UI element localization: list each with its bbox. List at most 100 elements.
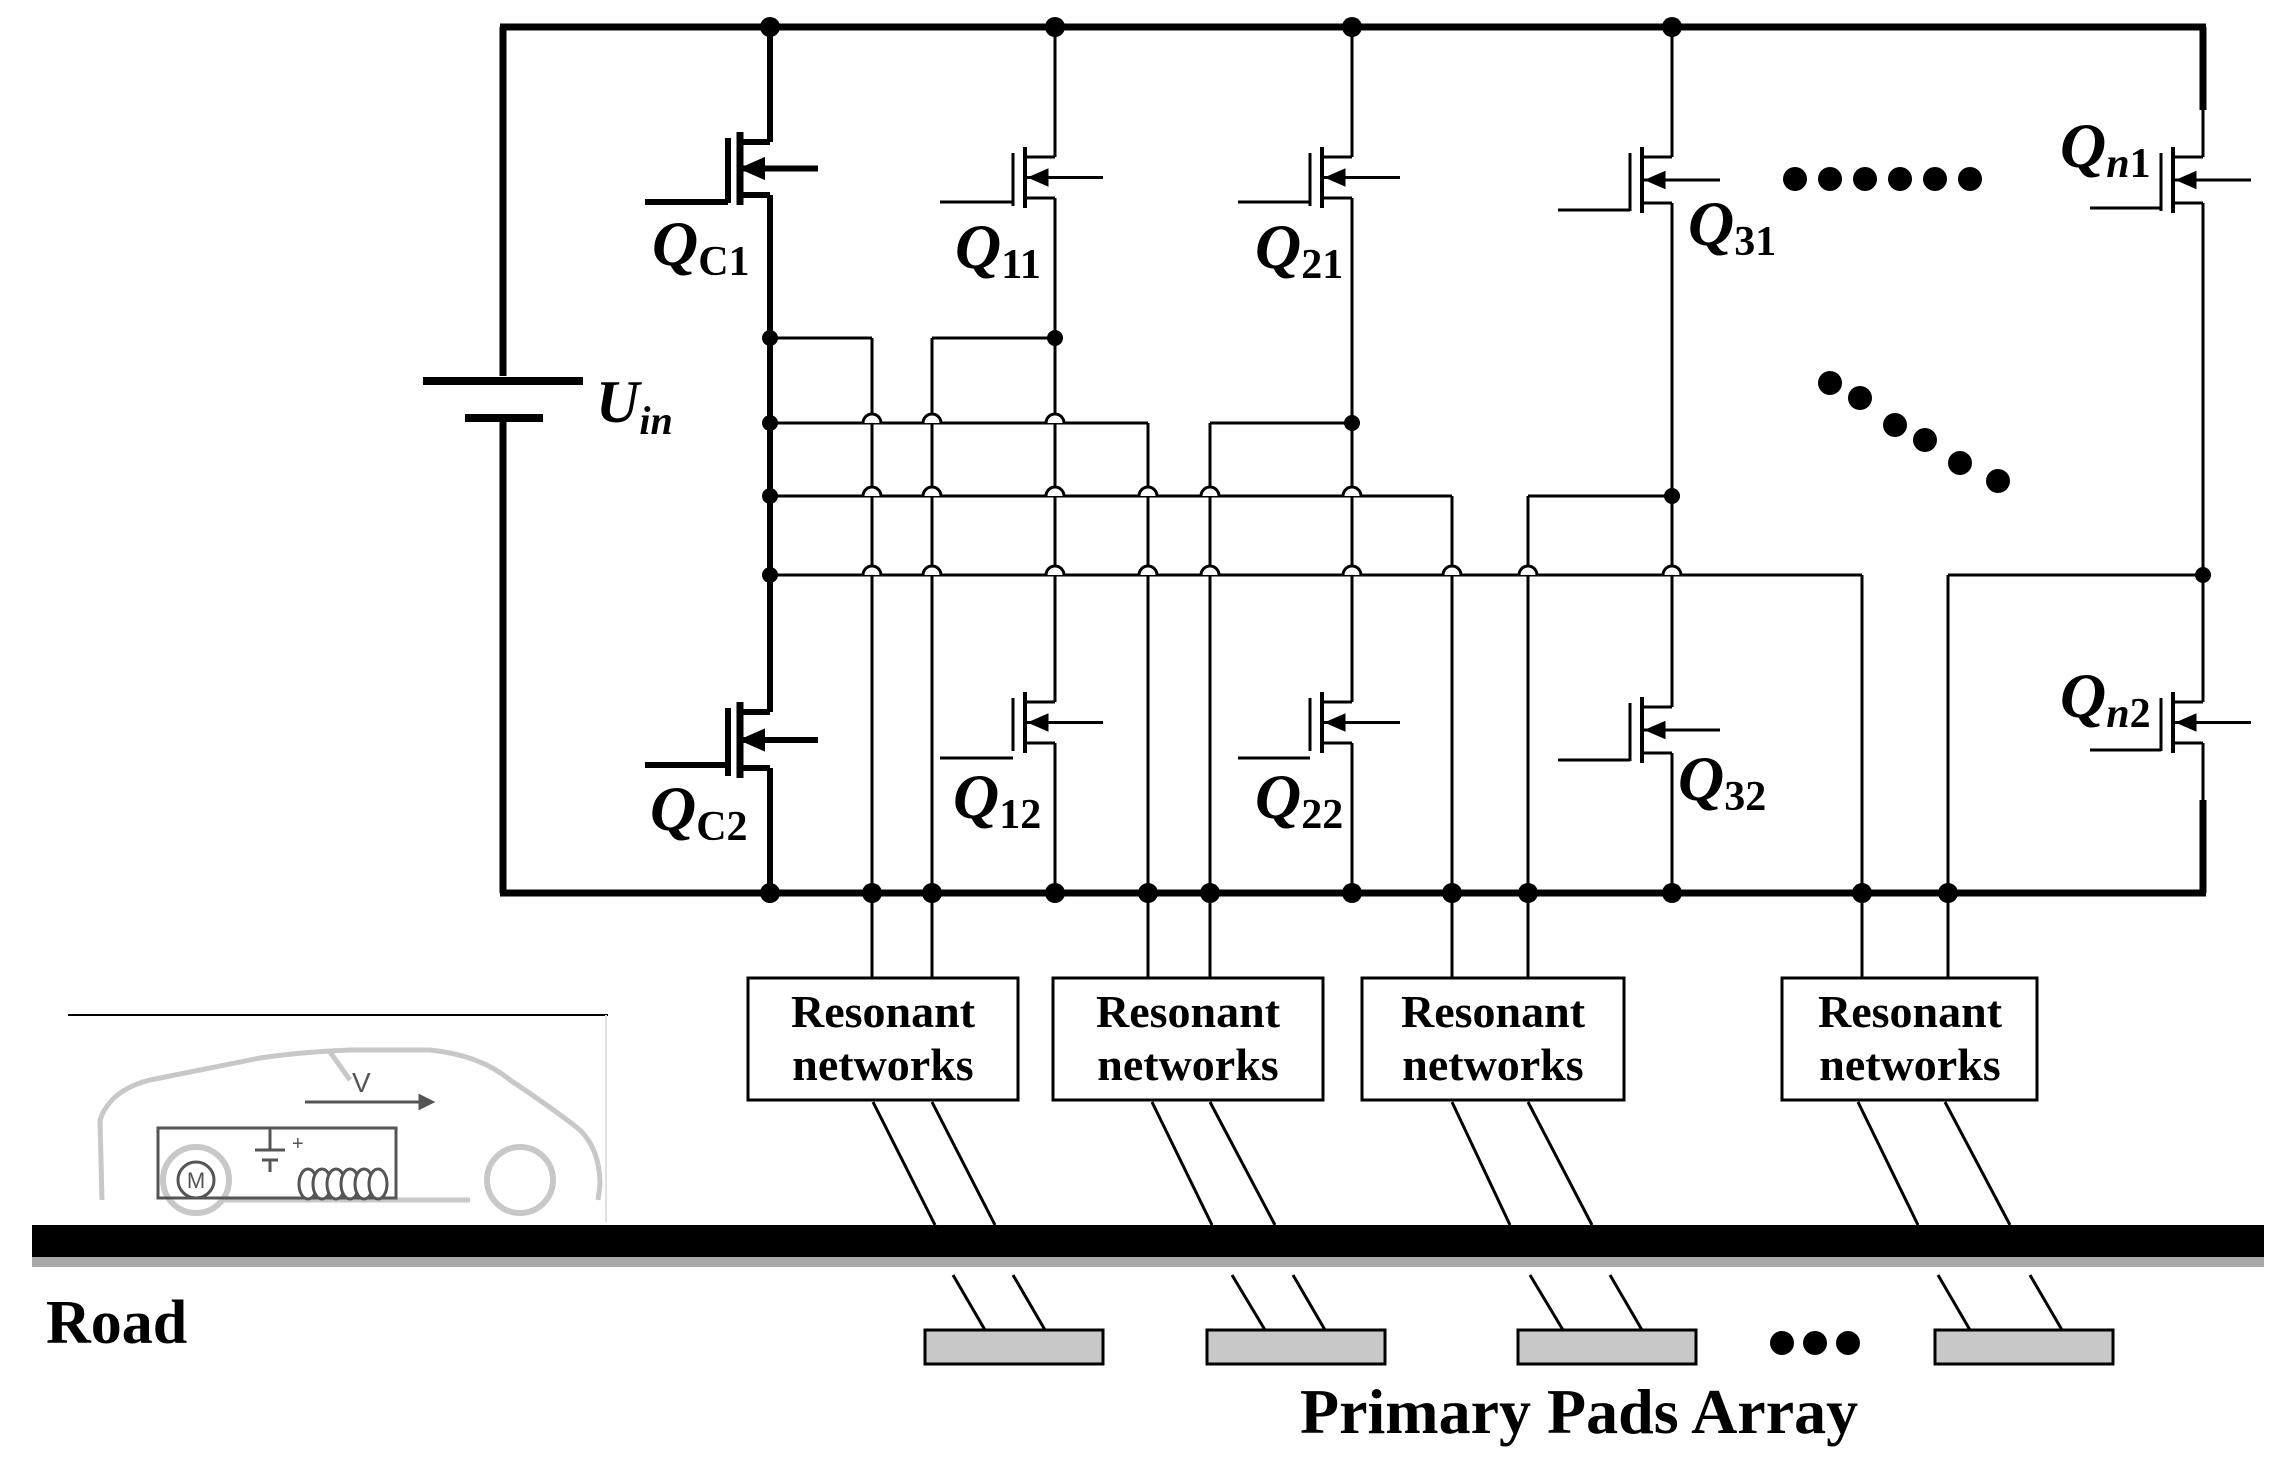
wire-crossover-hop: [1441, 564, 1463, 576]
junction-dot: [762, 330, 778, 346]
wire-crossover-hop: [1341, 564, 1363, 576]
secondary-coil-icon: [297, 1167, 389, 1201]
junction-dot: [922, 883, 942, 903]
source-label-main: U: [596, 369, 642, 435]
junction-dot: [1442, 883, 1462, 903]
primary-pad-1: [923, 1328, 1105, 1366]
junction-dot: [1045, 17, 1065, 37]
junction-dot: [1662, 17, 1682, 37]
mosfet-symbol: [2090, 690, 2251, 755]
midpoint-buses: [770, 336, 2203, 978]
wire-crossover-hop: [861, 485, 883, 497]
motor-label: M: [187, 1168, 205, 1193]
source-label-sub: in: [639, 398, 672, 443]
switch-label-qn2: Qn2: [2060, 660, 2151, 737]
wire-crossover-hop: [1661, 564, 1683, 576]
junction-dot: [1664, 488, 1680, 504]
mosfet-symbol: [645, 700, 818, 780]
pads-array-label: Primary Pads Array: [1300, 1376, 1858, 1447]
onboard-battery-icon: +: [255, 1128, 304, 1172]
junction-dot: [1138, 883, 1158, 903]
resonant-network-3: Resonant networks: [1360, 976, 1626, 1102]
more-legs-ellipsis: [1783, 167, 2010, 493]
wire-crossover-hop: [921, 412, 943, 424]
mosfet-symbol: [645, 130, 818, 207]
junction-dot: [760, 17, 780, 37]
svg-text:networks: networks: [1097, 1039, 1278, 1090]
svg-text:Resonant: Resonant: [1818, 986, 2003, 1037]
velocity-label: V: [352, 1067, 371, 1098]
svg-text:Uin: Uin: [596, 369, 673, 443]
switch-label-q22: Q22: [1255, 761, 1343, 838]
junction-dot: [1342, 17, 1362, 37]
primary-pads: [923, 1328, 2115, 1366]
wire-crossover-hop: [1517, 564, 1539, 576]
switch-label-qc1: QC1: [652, 208, 750, 285]
junction-dot: [1200, 883, 1220, 903]
wire-crossover-hop: [1044, 564, 1066, 576]
motor-icon: [176, 1160, 216, 1200]
mosfets: [645, 130, 2251, 780]
wire-crossover-hop: [1199, 564, 1221, 576]
svg-text:networks: networks: [1819, 1039, 2000, 1090]
svg-text:networks: networks: [1402, 1039, 1583, 1090]
junction-dot: [1045, 883, 1065, 903]
junction-dot: [862, 883, 882, 903]
switch-label-q12: Q12: [953, 761, 1041, 838]
wire-crossover-hop: [1199, 485, 1221, 497]
wire-crossover-hop: [1341, 485, 1363, 497]
input-dc-source: Uin: [423, 369, 673, 443]
mosfet-symbol: [1238, 690, 1400, 760]
wire-crossover-hop: [861, 412, 883, 424]
svg-text:+: +: [292, 1133, 304, 1155]
primary-pad-3: [1516, 1328, 1698, 1366]
wire-crossover-hop: [1137, 485, 1159, 497]
road: Road: [32, 1225, 2264, 1357]
svg-text:Resonant: Resonant: [791, 986, 976, 1037]
junction-dots: [760, 17, 2211, 903]
switch-label-q21: Q21: [1255, 211, 1343, 288]
junction-dot: [1344, 415, 1360, 431]
wire-crossover-hop: [921, 485, 943, 497]
switch-label-q31: Q31: [1688, 188, 1776, 265]
mosfet-symbol: [940, 690, 1103, 760]
mosfet-symbol: [1558, 695, 1720, 765]
switch-labels: QC1 QC2 Q11 Q12 Q21 Q22 Q31 Q32 Qn1 Qn2: [650, 110, 2151, 850]
leg-wiring: [767, 27, 2205, 893]
switch-label-q32: Q32: [1678, 743, 1766, 820]
primary-pad-2: [1205, 1328, 1387, 1366]
mosfet-symbol: [940, 145, 1103, 210]
junction-dot: [1662, 883, 1682, 903]
junction-dot: [762, 567, 778, 583]
primary-pad-4: [1933, 1328, 2115, 1366]
mosfet-symbol: [2090, 145, 2251, 215]
junction-dot: [1852, 883, 1872, 903]
junction-dot: [2195, 567, 2211, 583]
svg-text:Resonant: Resonant: [1096, 986, 1281, 1037]
mosfet-symbol: [1238, 145, 1400, 210]
velocity-arrow-icon: [305, 1093, 436, 1111]
junction-dot: [1518, 883, 1538, 903]
wire-crossover-hop: [861, 564, 883, 576]
svg-text:networks: networks: [792, 1039, 973, 1090]
switch-label-qn1: Qn1: [2060, 110, 2151, 187]
wire-crossover-hop: [1044, 412, 1066, 424]
switch-label-q11: Q11: [955, 211, 1041, 288]
crossover-hops: [861, 412, 1683, 576]
wire-crossover-hop: [1044, 485, 1066, 497]
pads-ellipsis: [1770, 1331, 1860, 1355]
junction-dot: [1047, 330, 1063, 346]
mosfet-symbol: [1558, 145, 1720, 215]
wire-crossover-hop: [921, 564, 943, 576]
junction-dot: [1938, 883, 1958, 903]
svg-text:Resonant: Resonant: [1401, 986, 1586, 1037]
vehicle-illustration: M + V: [68, 1014, 608, 1222]
wire-crossover-hop: [1137, 564, 1159, 576]
onboard-circuit: [156, 1126, 398, 1200]
junction-dot: [760, 883, 780, 903]
car-front-wheel: [484, 1144, 556, 1216]
resonant-network-1: Resonant networks: [746, 976, 1020, 1102]
junction-dot: [762, 488, 778, 504]
junction-dot: [1342, 883, 1362, 903]
